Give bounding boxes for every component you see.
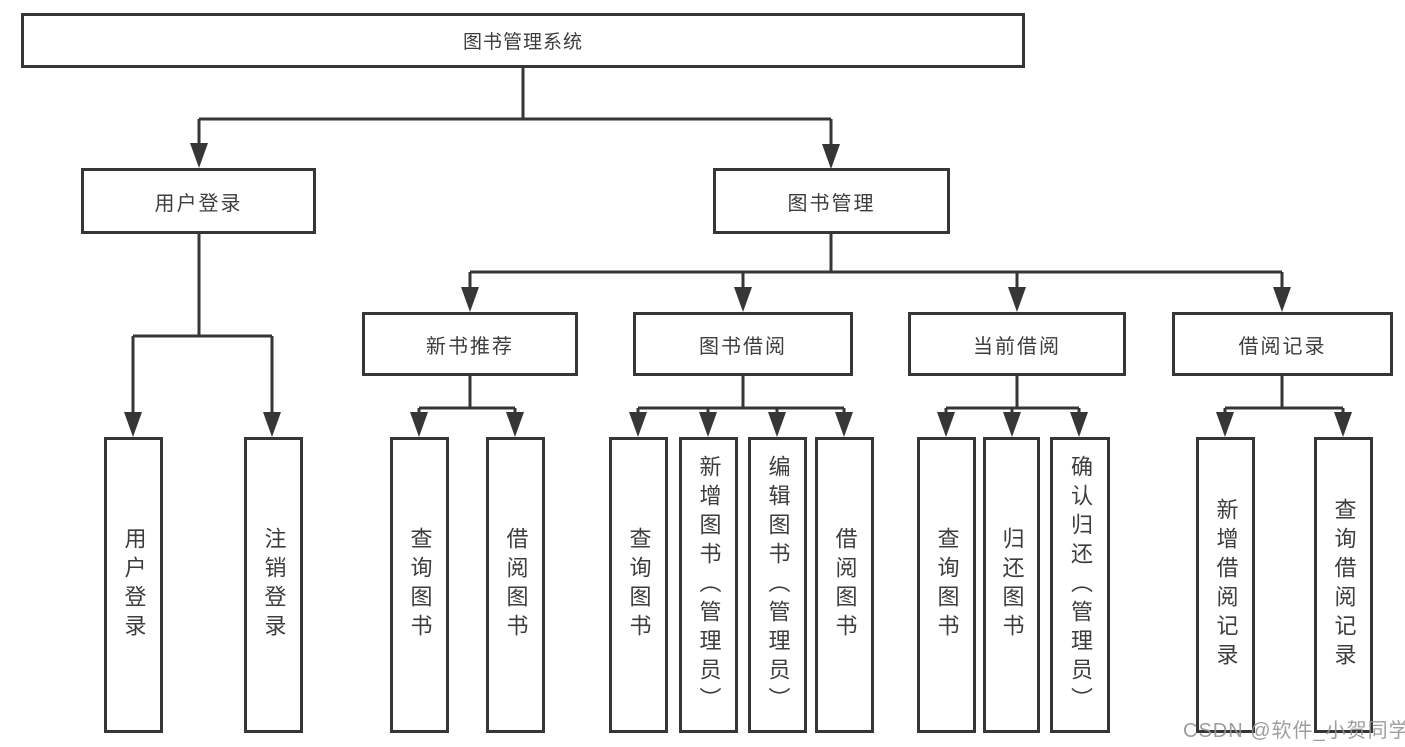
leaf-borrow-query-books: 查询图书 [609,437,668,733]
leaf-label: 归还图书 [999,527,1025,643]
leaf-return-books: 归还图书 [983,437,1040,733]
node-book-management: 图书管理 [713,168,950,234]
arrow-down-icon [629,412,647,437]
csdn-watermark: CSDN @软件_小贺同学 [1183,720,1405,742]
arrow-down-icon [835,412,853,437]
leaf-label: 查询图书 [407,527,433,643]
arrow-down-icon [461,287,479,312]
arrow-down-icon [1334,412,1352,437]
arrow-down-icon [768,412,786,437]
arrow-down-icon [1008,287,1026,312]
leaf-label: 确认归还（管理员） [1068,454,1093,716]
leaf-confirm-return-admin: 确认归还（管理员） [1050,437,1110,733]
leaf-borrow-books: 借阅图书 [815,437,874,733]
leaf-label: 查询借阅记录 [1331,498,1357,672]
leaf-recommend-borrow-books: 借阅图书 [486,437,545,733]
leaf-label: 注销登录 [261,527,287,643]
leaf-user-login: 用户登录 [104,437,163,733]
arrow-down-icon [699,412,717,437]
leaf-label: 借阅图书 [503,527,529,643]
arrow-down-icon [263,412,281,437]
node-borrowing-records: 借阅记录 [1172,312,1393,376]
arrow-down-icon [124,412,142,437]
leaf-label: 借阅图书 [832,527,858,643]
arrow-down-icon [190,143,208,168]
leaf-label: 查询图书 [934,527,960,643]
arrow-down-icon [506,412,524,437]
arrow-down-icon [1003,412,1021,437]
leaf-label: 查询图书 [626,527,652,643]
arrowheads [124,143,1352,437]
leaf-label: 编辑图书（管理员） [765,454,791,716]
leaf-query-borrow-record: 查询借阅记录 [1314,437,1373,733]
node-new-book-recommendation: 新书推荐 [362,312,578,376]
leaf-label: 新增图书（管理员） [696,454,722,716]
arrow-down-icon [937,412,955,437]
arrow-down-icon [734,287,752,312]
arrow-down-icon [822,144,840,169]
arrow-down-icon [1273,287,1291,312]
leaf-add-borrow-record: 新增借阅记录 [1196,437,1255,733]
node-library-management-system: 图书管理系统 [21,13,1025,68]
leaf-label: 新增借阅记录 [1213,498,1239,672]
leaf-current-query-books: 查询图书 [917,437,976,733]
node-user-login: 用户登录 [81,168,316,234]
leaf-recommend-query-books: 查询图书 [390,437,449,733]
leaf-edit-books-admin: 编辑图书（管理员） [748,437,807,733]
leaf-add-books-admin: 新增图书（管理员） [679,437,738,733]
arrow-down-icon [410,412,428,437]
node-current-borrowing: 当前借阅 [908,312,1126,376]
node-book-borrowing: 图书借阅 [633,312,853,376]
arrow-down-icon [1216,412,1234,437]
leaf-logout: 注销登录 [244,437,303,733]
arrow-down-icon [1070,412,1088,437]
leaf-label: 用户登录 [121,527,147,643]
